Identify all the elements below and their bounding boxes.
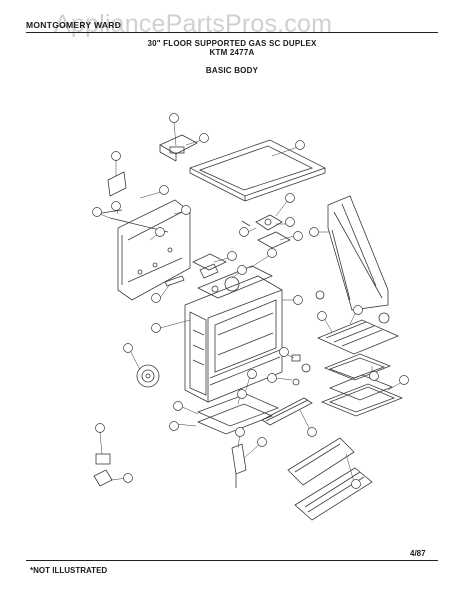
door-hinge bbox=[231, 443, 247, 488]
brand-name: MONTGOMERY WARD bbox=[26, 20, 122, 30]
bottom-panel bbox=[196, 393, 280, 435]
page-title: 30" FLOOR SUPPORTED GAS SC DUPLEX bbox=[147, 39, 317, 48]
part-callout-bubbles bbox=[92, 113, 409, 489]
drawer bbox=[294, 467, 373, 521]
handle-bracket bbox=[164, 275, 185, 287]
burner-box bbox=[159, 134, 198, 162]
callout-leaders bbox=[99, 121, 403, 483]
gas-valve bbox=[241, 214, 291, 249]
watermark: AppliancePartsPros.com bbox=[54, 10, 333, 38]
cooktop-panel bbox=[188, 139, 327, 202]
burner-assembly bbox=[192, 253, 227, 279]
side-rail bbox=[261, 397, 313, 426]
oven-rack bbox=[316, 319, 400, 355]
revision-date: 4/87 bbox=[410, 549, 426, 558]
small-fittings bbox=[291, 290, 390, 386]
hardware-kit bbox=[93, 453, 113, 487]
footnote: *NOT ILLUSTRATED bbox=[30, 566, 108, 575]
oven-door bbox=[287, 437, 355, 486]
header-divider bbox=[26, 32, 438, 33]
right-side-panel bbox=[327, 195, 389, 311]
footer-divider bbox=[26, 560, 438, 561]
burner-cap bbox=[136, 364, 160, 388]
broiler-pan bbox=[320, 353, 404, 417]
section-title: BASIC BODY bbox=[205, 66, 259, 75]
upper-bracket bbox=[94, 171, 169, 233]
left-side-panel bbox=[117, 199, 191, 301]
oven-top-plate bbox=[197, 265, 273, 299]
model-number: KTM 2477A bbox=[209, 48, 255, 57]
oven-body bbox=[184, 275, 283, 403]
